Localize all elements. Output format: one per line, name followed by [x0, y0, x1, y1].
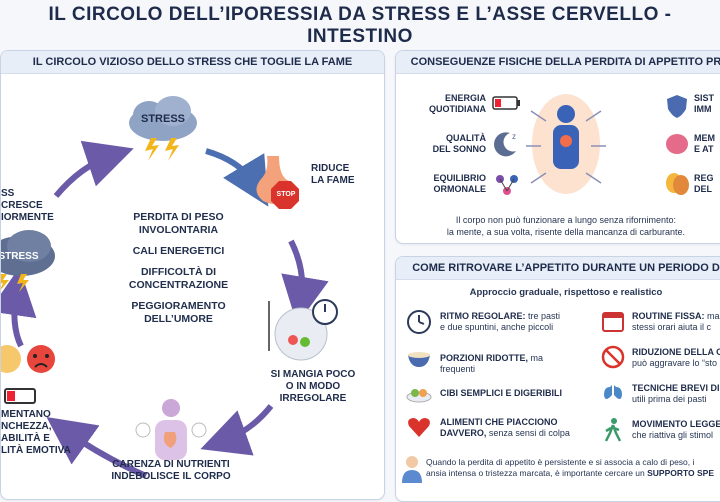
support-footer: Quando la perdita di appetito è persiste…: [426, 457, 720, 479]
consequences-note: Il corpo non può funzionare a lungo senz…: [446, 215, 686, 237]
tip-simple-foods: CIBI SEMPLICI E DIGERIBILI: [440, 388, 563, 398]
deficiency-label: CARENZA DI NUTRIENTI INDEBOLISCE IL CORP…: [111, 459, 231, 482]
connection-arrows: [526, 110, 606, 184]
recover-heading: COME RITROVARE L’APPETITO DURANTE UN PER…: [396, 257, 720, 280]
cycle-arrows: [1, 140, 329, 479]
stress-grows-label: SS CRESCE IORMENTE: [1, 188, 54, 223]
consequences-panel: CONSEGUENZE FISICHE DELLA PERDITA DI APP…: [395, 50, 720, 244]
effect-mood: PEGGIORAMENTO DELL’UMORE: [131, 300, 226, 325]
calendar-icon: [602, 312, 624, 332]
simple-food-icon: [406, 389, 432, 403]
immune-label: SIST IMM: [694, 93, 715, 114]
increase-label: MENTANO NCHEZZA, ABILITÀ E LITÀ EMOTIVA: [1, 409, 71, 456]
regulation-label: REG DEL: [694, 173, 714, 194]
energy-label: ENERGIA QUOTIDIANA: [429, 93, 486, 114]
footer-line-a: Quando la perdita di appetito è persiste…: [426, 457, 695, 467]
page-title: IL CIRCOLO DELL’IPORESSIA DA STRESS E L’…: [48, 4, 672, 47]
walking-icon: [604, 418, 622, 442]
lungs-icon: [604, 385, 622, 399]
center-effects: PERDITA DI PESO INVOLONTARIA CALI ENERGE…: [96, 211, 261, 334]
sleep-quality-label: QUALITÀ DEL SONNO: [432, 133, 486, 154]
emotion-faces-icon: [1, 345, 55, 404]
consequences-heading: CONSEGUENZE FISICHE DELLA PERDITA DI APP…: [396, 51, 720, 74]
vicious-cycle-panel: IL CIRCOLO VIZIOSO DELLO STRESS CHE TOGL…: [0, 50, 385, 500]
masks-icon: [666, 173, 689, 195]
stomach-icon: [256, 156, 299, 209]
tip-reduce: RIDUZIONE DELLA C può aggravare lo “sto: [632, 347, 720, 368]
stress-left-label: STRESS: [0, 251, 39, 262]
effect-energy: CALI ENERGETICI: [132, 245, 225, 257]
storm-cloud-icon: [129, 96, 197, 161]
clock-icon: [407, 310, 431, 334]
storm-cloud-left-icon: [1, 230, 55, 292]
bowl-icon: [408, 352, 430, 367]
heart-food-icon: [408, 418, 430, 437]
eat-little-label: SI MANGIA POCO O IN MODO IRREGOLARE: [270, 369, 356, 404]
no-caffeine-icon: [601, 345, 625, 369]
tip-light-movement: MOVIMENTO LEGGE che riattiva gli stimol: [632, 419, 720, 440]
doctor-icon: [402, 456, 422, 483]
stop-sign-text: STOP: [276, 191, 296, 198]
effect-concentration: DIFFICOLTÀ DI CONCENTRAZIONE: [128, 266, 229, 291]
tip-small-portions: PORZIONI RIDOTTE, ma frequenti: [440, 353, 544, 374]
recover-panel: COME RITROVARE L’APPETITO DURANTE UN PER…: [395, 256, 720, 502]
low-battery-icon: [492, 96, 520, 110]
effect-weight-loss: PERDITA DI PESO INVOLONTARIA: [133, 211, 224, 236]
tip-fixed-routine: ROUTINE FISSA: ma stessi orari aiuta il …: [632, 311, 720, 332]
shield-icon: [667, 95, 687, 118]
recover-subtitle: Approccio graduale, rispettoso e realist…: [469, 287, 663, 298]
brain-icon: [666, 134, 688, 154]
moon-sleep-icon: z: [494, 132, 516, 157]
plate-clock-icon: [268, 299, 338, 361]
stress-top-label: STRESS: [140, 113, 185, 125]
weak-body-icon: [135, 399, 207, 460]
body-glow-icon: [532, 94, 600, 194]
tip-liked-foods: ALIMENTI CHE PIACCIONO DAVVERO, senza se…: [440, 417, 570, 438]
hormonal-label: EQUILIBRIO ORMONALE: [433, 173, 486, 194]
tip-regular-rhythm: RITMO REGOLARE: tre pasti e due spuntini…: [440, 311, 561, 332]
footer-line-b: ansia intensa o tristezza marcata, è imp…: [426, 468, 715, 478]
hormone-molecule-icon: [496, 175, 518, 195]
tip-brief-techniques: TECNICHE BREVI DI utili prima dei pasti: [632, 383, 720, 404]
memory-label: MEM E AT: [694, 133, 715, 154]
svg-text:z: z: [512, 132, 516, 141]
vicious-cycle-heading: IL CIRCOLO VIZIOSO DELLO STRESS CHE TOGL…: [1, 51, 384, 74]
reduces-hunger-label: RIDUCE LA FAME: [311, 163, 355, 186]
